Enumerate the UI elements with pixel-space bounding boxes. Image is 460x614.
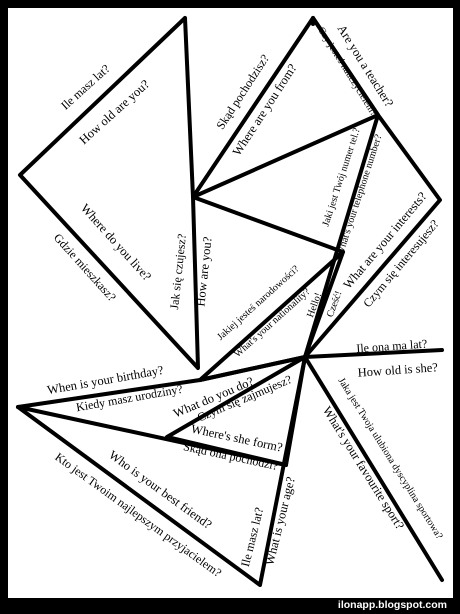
bottom-long-line (16, 405, 288, 467)
right-branch-line (303, 348, 444, 359)
figure-lines (16, 16, 444, 587)
site-credit: ilonapp.blogspot.com (338, 599, 447, 611)
phrase-ile-ona-ma-lat: Ile ona ma lat? (356, 337, 428, 356)
paper (8, 8, 453, 598)
phrase-how-old-is-she: How old is she? (357, 360, 438, 380)
left-kite-outline (18, 16, 200, 370)
lower-right-diagonal (303, 355, 444, 582)
right-kite-outline (303, 16, 442, 359)
